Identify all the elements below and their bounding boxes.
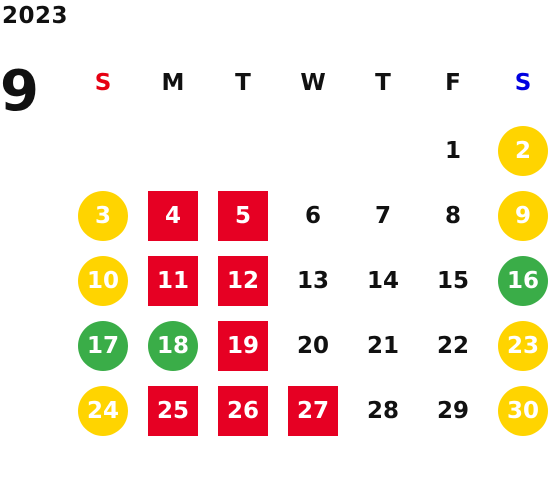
weekday-label: W (300, 70, 326, 96)
weekday-header-cell: F (418, 48, 488, 118)
day-cell: 2 (488, 118, 548, 183)
weekday-label: S (94, 70, 112, 96)
day-number-normal[interactable]: 28 (366, 397, 399, 424)
day-cell: 17 (68, 313, 138, 378)
day-number-normal[interactable]: 14 (366, 267, 399, 294)
day-cell: 20 (278, 313, 348, 378)
week-row: 24 25 26 27 28 29 30 (68, 378, 548, 443)
weekday-header-cell: S (488, 48, 548, 118)
day-cell: 13 (278, 248, 348, 313)
day-number-weekend[interactable]: 23 (498, 320, 548, 371)
day-cell (348, 118, 418, 183)
day-cell: 8 (418, 183, 488, 248)
day-cell: 10 (68, 248, 138, 313)
day-cell: 21 (348, 313, 418, 378)
weekday-label: S (514, 70, 532, 96)
day-cell: 23 (488, 313, 548, 378)
weekday-label: T (235, 70, 251, 96)
day-cell: 24 (68, 378, 138, 443)
day-number-normal[interactable]: 15 (436, 267, 469, 294)
day-cell: 18 (138, 313, 208, 378)
day-cell: 25 (138, 378, 208, 443)
day-number-closed[interactable]: 19 (218, 320, 268, 371)
day-number-closed[interactable]: 26 (218, 385, 268, 436)
weekday-header-cell: T (348, 48, 418, 118)
day-number-normal[interactable]: 1 (444, 137, 461, 164)
day-cell: 29 (418, 378, 488, 443)
day-cell: 3 (68, 183, 138, 248)
day-number-normal[interactable]: 8 (444, 202, 461, 229)
day-number-closed[interactable]: 12 (218, 255, 268, 306)
day-cell: 26 (208, 378, 278, 443)
week-row: 17 18 19 20 21 22 23 (68, 313, 548, 378)
weekday-label: M (161, 70, 185, 96)
calendar-month: 9 (0, 59, 39, 124)
day-number-closed[interactable]: 11 (148, 255, 198, 306)
weekday-header-cell: S (68, 48, 138, 118)
day-number-weekend[interactable]: 10 (78, 255, 128, 306)
day-number-normal[interactable]: 7 (374, 202, 391, 229)
day-cell (68, 118, 138, 183)
day-number-weekend[interactable]: 24 (78, 385, 128, 436)
day-cell: 4 (138, 183, 208, 248)
day-cell: 1 (418, 118, 488, 183)
day-number-normal[interactable]: 13 (296, 267, 329, 294)
day-number-weekend[interactable]: 30 (498, 385, 548, 436)
day-number-weekend[interactable]: 2 (498, 125, 548, 176)
day-cell: 5 (208, 183, 278, 248)
day-cell: 30 (488, 378, 548, 443)
day-number-holiday[interactable]: 16 (498, 255, 548, 306)
day-number-normal[interactable]: 21 (366, 332, 399, 359)
weekday-header-cell: M (138, 48, 208, 118)
day-cell: 19 (208, 313, 278, 378)
day-number-closed[interactable]: 27 (288, 385, 338, 436)
day-number-normal[interactable]: 20 (296, 332, 329, 359)
day-cell: 28 (348, 378, 418, 443)
day-number-closed[interactable]: 5 (218, 190, 268, 241)
day-cell: 7 (348, 183, 418, 248)
day-number-normal[interactable]: 29 (436, 397, 469, 424)
day-cell: 14 (348, 248, 418, 313)
day-cell: 16 (488, 248, 548, 313)
weekday-label: T (375, 70, 391, 96)
day-cell (278, 118, 348, 183)
day-cell: 27 (278, 378, 348, 443)
weekday-label: F (445, 70, 461, 96)
day-cell: 11 (138, 248, 208, 313)
day-cell: 22 (418, 313, 488, 378)
day-cell (208, 118, 278, 183)
day-cell: 6 (278, 183, 348, 248)
day-number-closed[interactable]: 4 (148, 190, 198, 241)
weekday-header-cell: T (208, 48, 278, 118)
day-number-holiday[interactable]: 17 (78, 320, 128, 371)
day-number-holiday[interactable]: 18 (148, 320, 198, 371)
day-cell (138, 118, 208, 183)
day-number-closed[interactable]: 25 (148, 385, 198, 436)
day-cell: 12 (208, 248, 278, 313)
weekday-header-cell: W (278, 48, 348, 118)
calendar-year: 2023 (2, 3, 69, 29)
day-cell: 15 (418, 248, 488, 313)
day-number-weekend[interactable]: 9 (498, 190, 548, 241)
day-cell: 9 (488, 183, 548, 248)
day-number-normal[interactable]: 22 (436, 332, 469, 359)
day-number-normal[interactable]: 6 (304, 202, 321, 229)
week-row: 10 11 12 13 14 15 16 (68, 248, 548, 313)
day-number-weekend[interactable]: 3 (78, 190, 128, 241)
